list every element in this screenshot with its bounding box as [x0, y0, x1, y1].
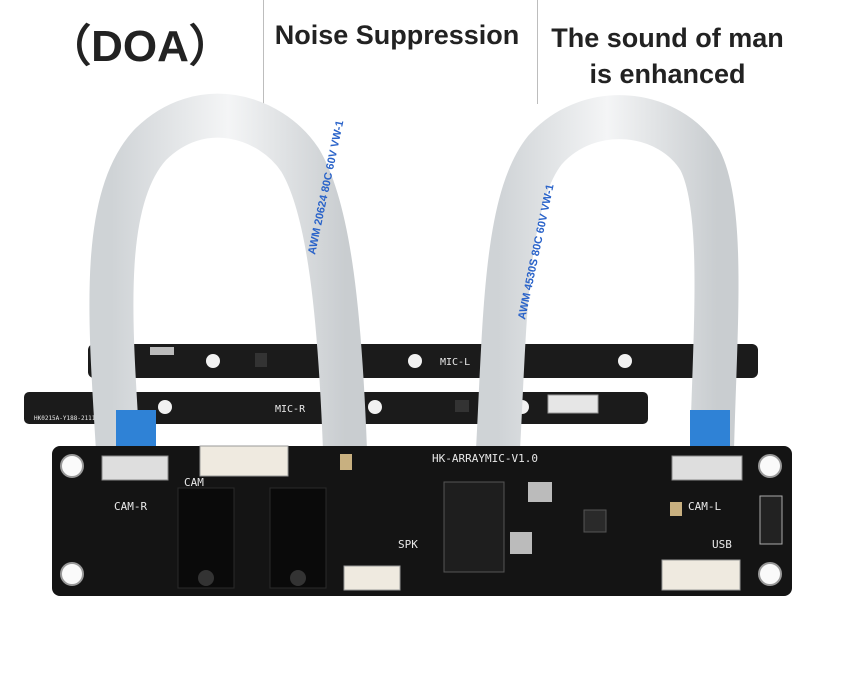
- mount-hole: [60, 562, 84, 586]
- cam-r-label: CAM-R: [114, 500, 147, 513]
- inductor: [583, 509, 607, 533]
- mount-hole: [758, 454, 782, 478]
- cam-r-connector: [101, 455, 169, 481]
- header-divider: [537, 0, 538, 104]
- left-cable-blue-tab: [116, 410, 156, 450]
- mic-l-strip: MIC-L: [88, 344, 758, 378]
- cam-l-connector: [671, 455, 743, 481]
- board-model-label: HK-ARRAYMIC-V1.0: [432, 452, 538, 465]
- cam-socket: [199, 445, 289, 477]
- mic-l-connector: [150, 347, 174, 355]
- doa-label: （DOA）: [47, 22, 233, 71]
- mic-r-hole: [368, 400, 382, 414]
- mic-l-hole: [618, 354, 632, 368]
- mic-l-hole: [206, 354, 220, 368]
- mic-r-chip: [455, 400, 469, 412]
- audio-jack-port: [198, 570, 214, 586]
- pin-header: [759, 495, 783, 545]
- capacitor: [340, 454, 352, 470]
- sound-enhanced-line1: The sound of man: [551, 23, 784, 53]
- mic-r-hole: [158, 400, 172, 414]
- sound-enhanced-line2: is enhanced: [589, 59, 746, 89]
- mic-l-chip: [255, 353, 267, 367]
- sound-enhanced-label: The sound of man is enhanced: [545, 20, 790, 124]
- main-board-pcb: [52, 446, 792, 596]
- spk-label: SPK: [398, 538, 418, 551]
- crystal: [528, 482, 552, 502]
- header-divider: [263, 0, 264, 104]
- main-board: HK-ARRAYMIC-V1.0 CAM-R CAM-L CAM SPK USB: [52, 445, 792, 596]
- feature-header: （DOA） Noise Suppression The sound of man…: [0, 0, 857, 110]
- usb-socket: [661, 559, 741, 591]
- mic-l-hole: [408, 354, 422, 368]
- noise-suppression-label: Noise Suppression: [274, 20, 520, 50]
- mic-r-label: MIC-R: [275, 404, 306, 415]
- mic-r-connector: [547, 394, 599, 414]
- right-cable-blue-tab: [690, 410, 730, 450]
- mount-hole: [758, 562, 782, 586]
- dsp-chip: [443, 481, 505, 573]
- audio-jack-port: [290, 570, 306, 586]
- mount-hole: [60, 454, 84, 478]
- crystal: [510, 532, 532, 554]
- left-cable-body: [89, 93, 367, 452]
- cam-label: CAM: [184, 476, 204, 489]
- usb-label: USB: [712, 538, 732, 551]
- spk-socket: [343, 565, 401, 591]
- cam-l-label: CAM-L: [688, 500, 721, 513]
- mic-r-code: HK0215A-Y188-2111: [34, 415, 96, 422]
- mic-l-board: [88, 344, 758, 378]
- right-cable-body: [476, 95, 739, 452]
- left-ribbon-cable: AWM 20624 80C 60V VW-1: [89, 93, 367, 452]
- capacitor: [670, 502, 682, 516]
- mic-l-label: MIC-L: [440, 357, 470, 368]
